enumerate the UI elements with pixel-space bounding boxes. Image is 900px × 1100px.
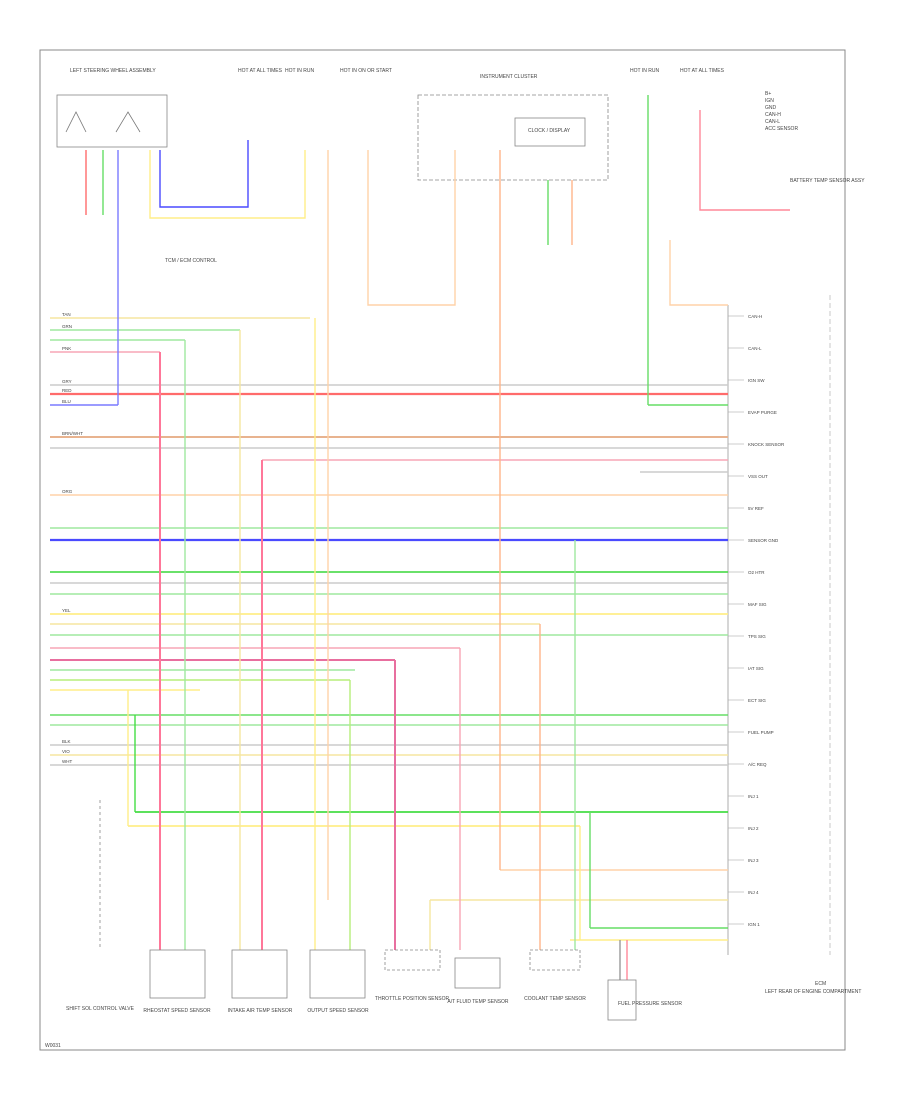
svg-text:GRN: GRN <box>62 324 72 329</box>
svg-text:PNK: PNK <box>62 346 71 351</box>
svg-text:RED: RED <box>62 388 72 393</box>
component-box-2 <box>231 949 288 999</box>
right-top-note: B+ IGN GND CAN-H CAN-L ACC SENSOR <box>765 91 798 132</box>
component-box-3 <box>309 949 366 999</box>
footer-code: W0031 <box>45 1043 61 1049</box>
ecm-pin-label: VSS OUT <box>748 474 768 479</box>
ecm-pin-label: CAN-H <box>748 314 762 319</box>
top-label-2: HOT IN RUN <box>285 68 314 74</box>
vertical-wires <box>85 95 790 980</box>
ecm-pin-label: A/C REQ <box>748 762 767 767</box>
ecm-pin-label: INJ 3 <box>748 858 759 863</box>
svg-text:CAN-L: CAN-L <box>765 119 780 125</box>
top-left-component-label: LEFT STEERING WHEEL ASSEMBLY <box>70 68 156 74</box>
ecm-pin-label: INJ 4 <box>748 890 759 895</box>
display-title: CLOCK / DISPLAY <box>528 128 571 134</box>
right-top-component-label: BATTERY TEMP SENSOR ASSY <box>790 178 865 184</box>
cluster-title: INSTRUMENT CLUSTER <box>480 74 538 80</box>
top-label-1: HOT AT ALL TIMES <box>238 68 283 74</box>
left-wire-tags: TAN GRN PNK GRY RED BLU BRN/WHT ORG YEL … <box>62 312 83 764</box>
ecm-pin-label: 5V REF <box>748 506 764 511</box>
ecm-pin-label: SENSOR GND <box>748 538 779 543</box>
ecm-location: LEFT REAR OF ENGINE COMPARTMENT <box>765 989 861 995</box>
svg-text:TAN: TAN <box>62 312 71 317</box>
svg-text:BRN/WHT: BRN/WHT <box>62 431 83 436</box>
vwire-blu-b <box>159 140 249 208</box>
switch-contact-symbol <box>65 111 141 133</box>
svg-text:COOLANT TEMP SENSOR: COOLANT TEMP SENSOR <box>524 996 586 1002</box>
bottom-component-labels: SHIFT SOL CONTROL VALVE RHEOSTAT SPEED S… <box>66 996 682 1014</box>
ecm-pin-label: INJ 1 <box>748 794 759 799</box>
svg-text:YEL: YEL <box>62 608 71 613</box>
vwire-yel-a <box>149 150 306 219</box>
ecm-pin-label: EVAP PURGE <box>748 410 777 415</box>
svg-text:BLU: BLU <box>62 399 71 404</box>
component-box-1 <box>149 949 206 999</box>
svg-text:OUTPUT SPEED SENSOR: OUTPUT SPEED SENSOR <box>307 1008 369 1014</box>
steering-wheel-switch-box <box>56 94 168 148</box>
svg-text:WHT: WHT <box>62 759 72 764</box>
svg-text:GRY: GRY <box>62 379 72 384</box>
ecm-name: ECM <box>815 981 826 987</box>
component-box-6 <box>529 949 581 971</box>
ecm-pin-label: FUEL PUMP <box>748 730 774 735</box>
clock-display-box <box>514 117 586 147</box>
component-box-5 <box>454 957 501 989</box>
svg-text:RHEOSTAT SPEED SENSOR: RHEOSTAT SPEED SENSOR <box>143 1008 211 1014</box>
ecm-pin-label: KNOCK SENSOR <box>748 442 785 447</box>
ecm-pin-label: IAT SIG <box>748 666 764 671</box>
ecm-pin-label: ECT SIG <box>748 698 766 703</box>
ecm-pin-label: IGN SW <box>748 378 765 383</box>
svg-text:INTAKE AIR TEMP SENSOR: INTAKE AIR TEMP SENSOR <box>228 1008 293 1014</box>
ecm-pin-label: MAF SIG <box>748 602 767 607</box>
svg-text:SHIFT SOL CONTROL VALVE: SHIFT SOL CONTROL VALVE <box>66 1006 135 1012</box>
top-label-3: HOT IN ON OR START <box>340 68 392 74</box>
harness-wires <box>50 317 728 941</box>
component-box-4 <box>384 949 441 971</box>
ecm-pin-labels: CAN-H CAN-L IGN SW EVAP PURGE KNOCK SENSOR VS… <box>728 314 785 927</box>
instrument-cluster-box <box>417 94 609 181</box>
vwire-org-e <box>367 150 456 306</box>
bottom-components <box>149 949 637 1021</box>
svg-text:FUEL PRESSURE SENSOR: FUEL PRESSURE SENSOR <box>618 1001 682 1007</box>
svg-text:ORG: ORG <box>62 489 73 494</box>
ecm-pin-label: TPS SIG <box>748 634 766 639</box>
svg-text:THROTTLE POSITION SENSOR: THROTTLE POSITION SENSOR <box>375 996 450 1002</box>
svg-text:GND: GND <box>765 105 777 111</box>
mid-note: TCM / ECM CONTROL <box>165 258 217 264</box>
svg-text:CAN-H: CAN-H <box>765 112 781 118</box>
ecm-pin-label: INJ 2 <box>748 826 759 831</box>
svg-text:VIO: VIO <box>62 749 70 754</box>
diagram-border <box>39 49 846 1051</box>
ecm-pin-label: CAN-L <box>748 346 762 351</box>
svg-text:ACC SENSOR: ACC SENSOR <box>765 126 798 132</box>
vwire-pnk-e <box>699 110 790 211</box>
svg-text:BLK: BLK <box>62 739 71 744</box>
top-label-5: HOT AT ALL TIMES <box>680 68 725 74</box>
ecm-pin-label: O2 HTR <box>748 570 765 575</box>
svg-text:A/T FLUID TEMP SENSOR: A/T FLUID TEMP SENSOR <box>447 999 509 1005</box>
svg-text:IGN: IGN <box>765 98 774 104</box>
svg-text:B+: B+ <box>765 91 771 97</box>
vwire-org-f <box>669 240 728 306</box>
component-box-7 <box>607 979 637 1021</box>
top-label-4: HOT IN RUN <box>630 68 659 74</box>
ecm-pin-label: IGN 1 <box>748 922 760 927</box>
